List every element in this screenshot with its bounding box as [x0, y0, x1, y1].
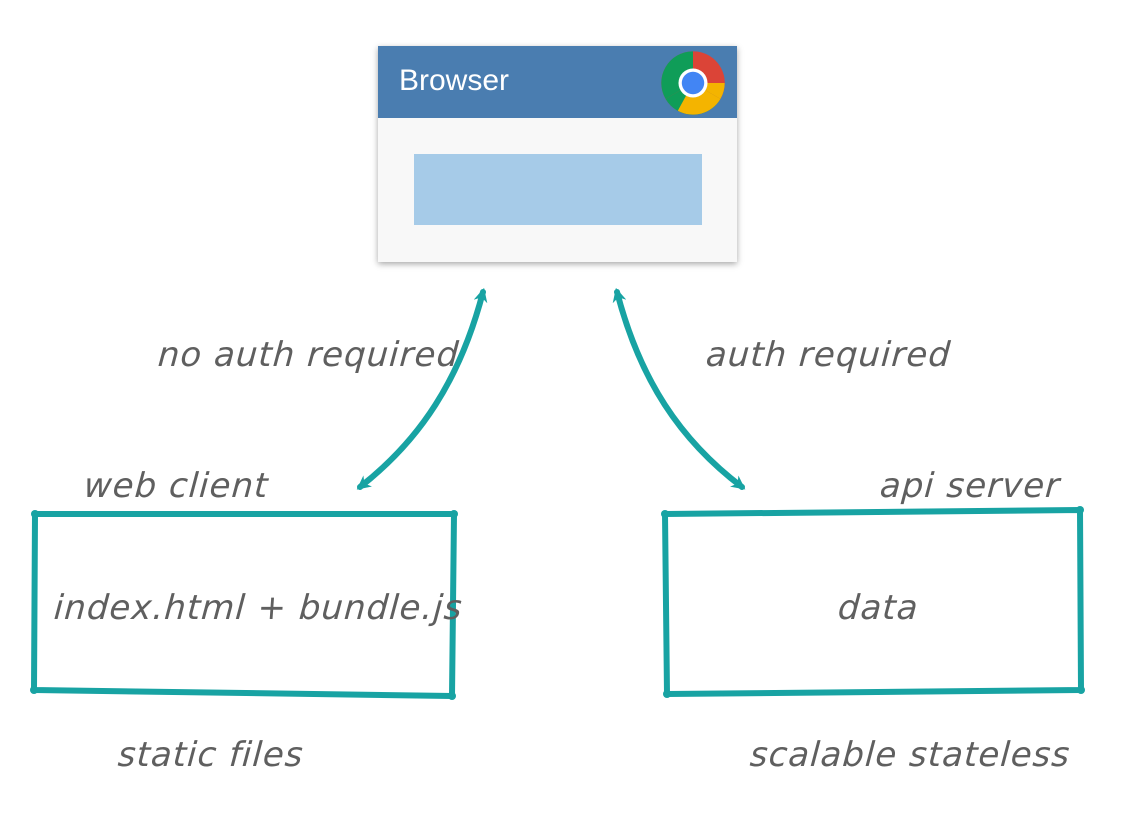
web-client-caption: static files — [116, 735, 306, 775]
arrow-browser-api-server — [612, 287, 746, 490]
chrome-icon — [661, 51, 725, 115]
edge-label-auth: auth required — [704, 335, 953, 375]
browser-header: Browser — [378, 46, 737, 118]
web-client-content: index.html + bundle.js — [52, 588, 464, 628]
arrow-web-client-browser — [356, 287, 488, 490]
browser-title: Browser — [399, 64, 510, 97]
web-client-title: web client — [82, 466, 270, 506]
api-server-title: api server — [878, 466, 1062, 506]
api-server-content: data — [836, 588, 920, 628]
browser-window: Browser — [378, 46, 737, 262]
api-server-caption: scalable stateless — [748, 735, 1072, 775]
browser-content-area — [414, 154, 702, 225]
edge-label-no-auth: no auth required — [156, 335, 461, 375]
